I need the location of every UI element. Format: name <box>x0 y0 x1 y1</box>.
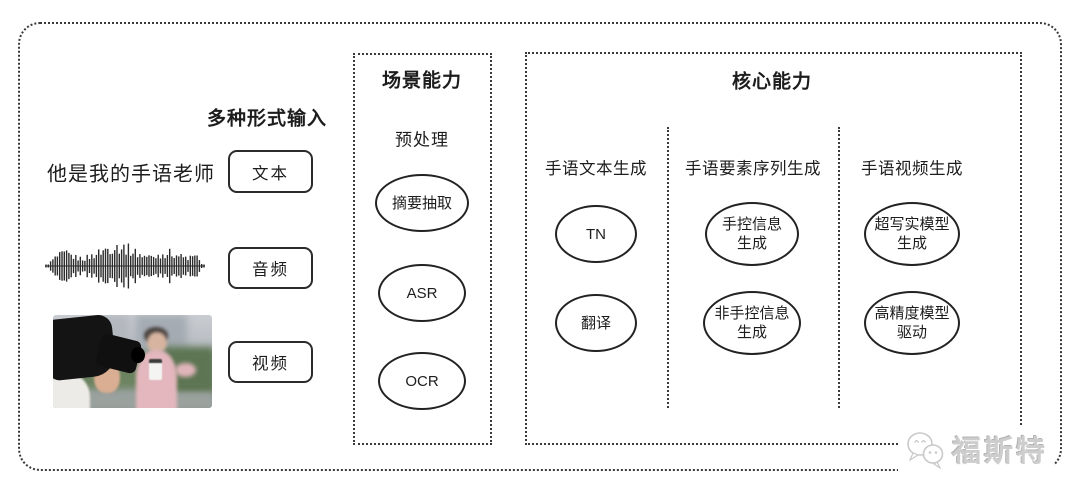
node-summary-extraction: 摘要抽取 <box>375 174 469 232</box>
photo-reporter-face <box>146 331 167 354</box>
node-ocr: OCR <box>378 352 466 410</box>
column-header-video-generation: 手语视频生成 <box>861 160 963 178</box>
input-type-video-box: 视频 <box>228 341 313 383</box>
watermark-text: 福斯特 <box>952 436 1049 468</box>
photo-microphone <box>149 358 162 381</box>
node-hyperrealistic-model-generation: 超写实模型 生成 <box>864 202 960 266</box>
node-translation: 翻译 <box>555 294 637 352</box>
sample-sentence: 他是我的手语老师 <box>47 163 215 186</box>
column-divider <box>667 127 669 408</box>
core-section-title: 核心能力 <box>731 71 813 93</box>
input-section-title: 多种形式输入 <box>206 108 328 130</box>
core-capability-box <box>525 52 1022 445</box>
photo-reporter-arm <box>175 363 197 378</box>
audio-waveform-icon <box>45 230 205 302</box>
column-header-element-sequence: 手语要素序列生成 <box>685 160 821 178</box>
column-divider <box>838 127 840 408</box>
node-manual-info-generation: 手控信息 生成 <box>705 202 799 266</box>
preprocess-label: 预处理 <box>395 130 449 150</box>
column-header-text-generation: 手语文本生成 <box>545 160 647 178</box>
reporter-video-thumbnail <box>53 315 212 408</box>
scene-section-title: 场景能力 <box>381 70 463 92</box>
node-asr: ASR <box>378 264 466 322</box>
node-high-precision-model-driving: 高精度模型 驱动 <box>864 291 960 355</box>
outer-dotted-border <box>18 22 1062 471</box>
input-type-text-box: 文本 <box>228 150 313 193</box>
node-tn: TN <box>555 205 637 263</box>
watermark: 福斯特 <box>898 426 1055 472</box>
photo-camera-lens-cap <box>130 346 146 364</box>
scene-capability-box <box>353 53 492 445</box>
wechat-icon <box>907 432 944 469</box>
node-non-manual-info-generation: 非手控信息 生成 <box>703 291 801 355</box>
input-type-audio-box: 音频 <box>228 247 313 289</box>
